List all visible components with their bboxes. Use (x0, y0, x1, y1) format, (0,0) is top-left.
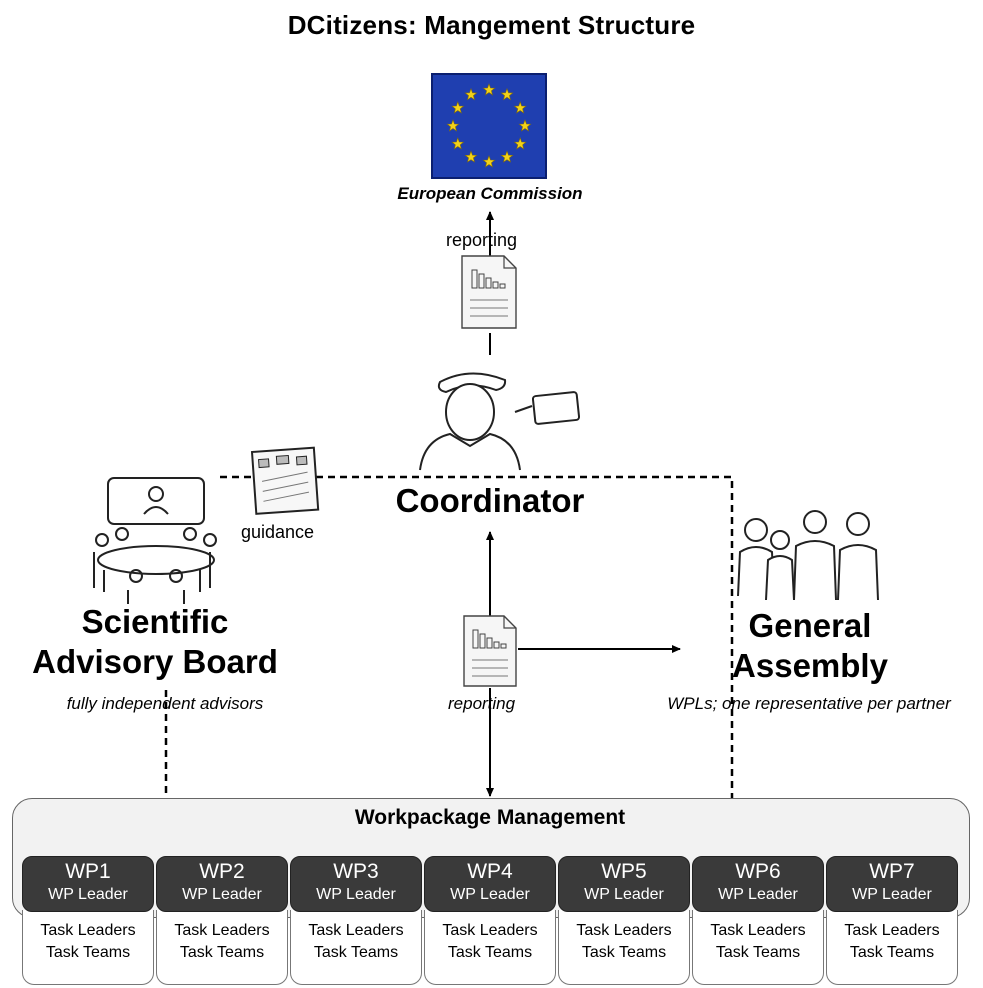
wp-header: WP6 WP Leader (692, 856, 824, 912)
guidance-label: guidance (241, 522, 315, 542)
wp-leader: WP Leader (852, 886, 932, 903)
wp-header: WP7 WP Leader (826, 856, 958, 912)
wp-task-leaders: Task Leaders (40, 922, 136, 939)
eu-star-icon (482, 83, 496, 96)
reporting-label-mid: reporting (448, 694, 516, 713)
wp-task-teams: Task Teams (45, 944, 131, 961)
wp-task-leaders: Task Leaders (174, 922, 270, 939)
eu-star-icon (513, 101, 527, 114)
wp-leader: WP Leader (48, 886, 128, 903)
eu-flag-icon (431, 73, 547, 179)
tablet-icon (531, 391, 581, 425)
wp-task-leaders: Task Leaders (844, 922, 940, 939)
wp-name: WP7 (869, 860, 915, 883)
guidance-board-icon (250, 446, 320, 515)
diagram-title: DCitizens: Mangement Structure (287, 10, 696, 40)
wp-header: WP5 WP Leader (558, 856, 690, 912)
meeting-table-icon (93, 477, 217, 604)
eu-star-icon (482, 155, 496, 168)
eu-star-icon (464, 150, 478, 163)
coordinator-person-icon (419, 372, 533, 471)
wp-leader: WP Leader (182, 886, 262, 903)
european-commission-label: European Commission (397, 184, 583, 203)
ga-line1: General (748, 607, 872, 644)
coordinator-label: Coordinator (395, 482, 585, 519)
eu-star-icon (464, 87, 478, 101)
eu-star-icon (513, 137, 527, 150)
eu-star-icon (446, 119, 460, 132)
wp-header: WP2 WP Leader (156, 856, 288, 912)
report-document-icon (463, 615, 517, 687)
wp-name: WP5 (601, 860, 647, 883)
eu-star-icon (451, 101, 465, 114)
eu-star-icon (500, 150, 514, 163)
wp-task-leaders: Task Leaders (710, 922, 806, 939)
eu-star-icon (451, 137, 465, 150)
wp-name: WP6 (735, 860, 781, 883)
wp-task-teams: Task Teams (447, 944, 533, 961)
wp-task-leaders: Task Leaders (308, 922, 404, 939)
wp-task-leaders: Task Leaders (576, 922, 672, 939)
wp-name: WP4 (467, 860, 513, 883)
general-assembly-title: General Assembly (700, 606, 920, 686)
group-people-icon (737, 510, 879, 601)
report-document-icon (461, 255, 517, 329)
wp-task-leaders: Task Leaders (442, 922, 538, 939)
scientific-advisory-board-title: Scientific Advisory Board (10, 602, 300, 682)
reporting-label-top: reporting (446, 230, 518, 250)
wp-name: WP2 (199, 860, 245, 883)
wp-task-teams: Task Teams (313, 944, 399, 961)
ga-line2: Assembly (732, 647, 888, 684)
wp-header: WP3 WP Leader (290, 856, 422, 912)
ga-subtitle: WPLs; one representative per partner (667, 694, 951, 713)
wp-name: WP3 (333, 860, 379, 883)
wp-task-teams: Task Teams (179, 944, 265, 961)
wp-header: WP1 WP Leader (22, 856, 154, 912)
wp-leader: WP Leader (584, 886, 664, 903)
eu-star-icon (518, 119, 532, 132)
eu-star-icon (500, 87, 514, 101)
workpackage-management-title: Workpackage Management (354, 806, 626, 829)
wp-name: WP1 (65, 860, 111, 883)
sab-subtitle: fully independent advisors (66, 694, 264, 713)
wp-leader: WP Leader (316, 886, 396, 903)
sab-line2: Advisory Board (32, 643, 278, 680)
wp-task-teams: Task Teams (715, 944, 801, 961)
wp-leader: WP Leader (718, 886, 798, 903)
sab-line1: Scientific (81, 603, 229, 640)
wp-header: WP4 WP Leader (424, 856, 556, 912)
wp-task-teams: Task Teams (581, 944, 667, 961)
wp-task-teams: Task Teams (849, 944, 935, 961)
wp-leader: WP Leader (450, 886, 530, 903)
